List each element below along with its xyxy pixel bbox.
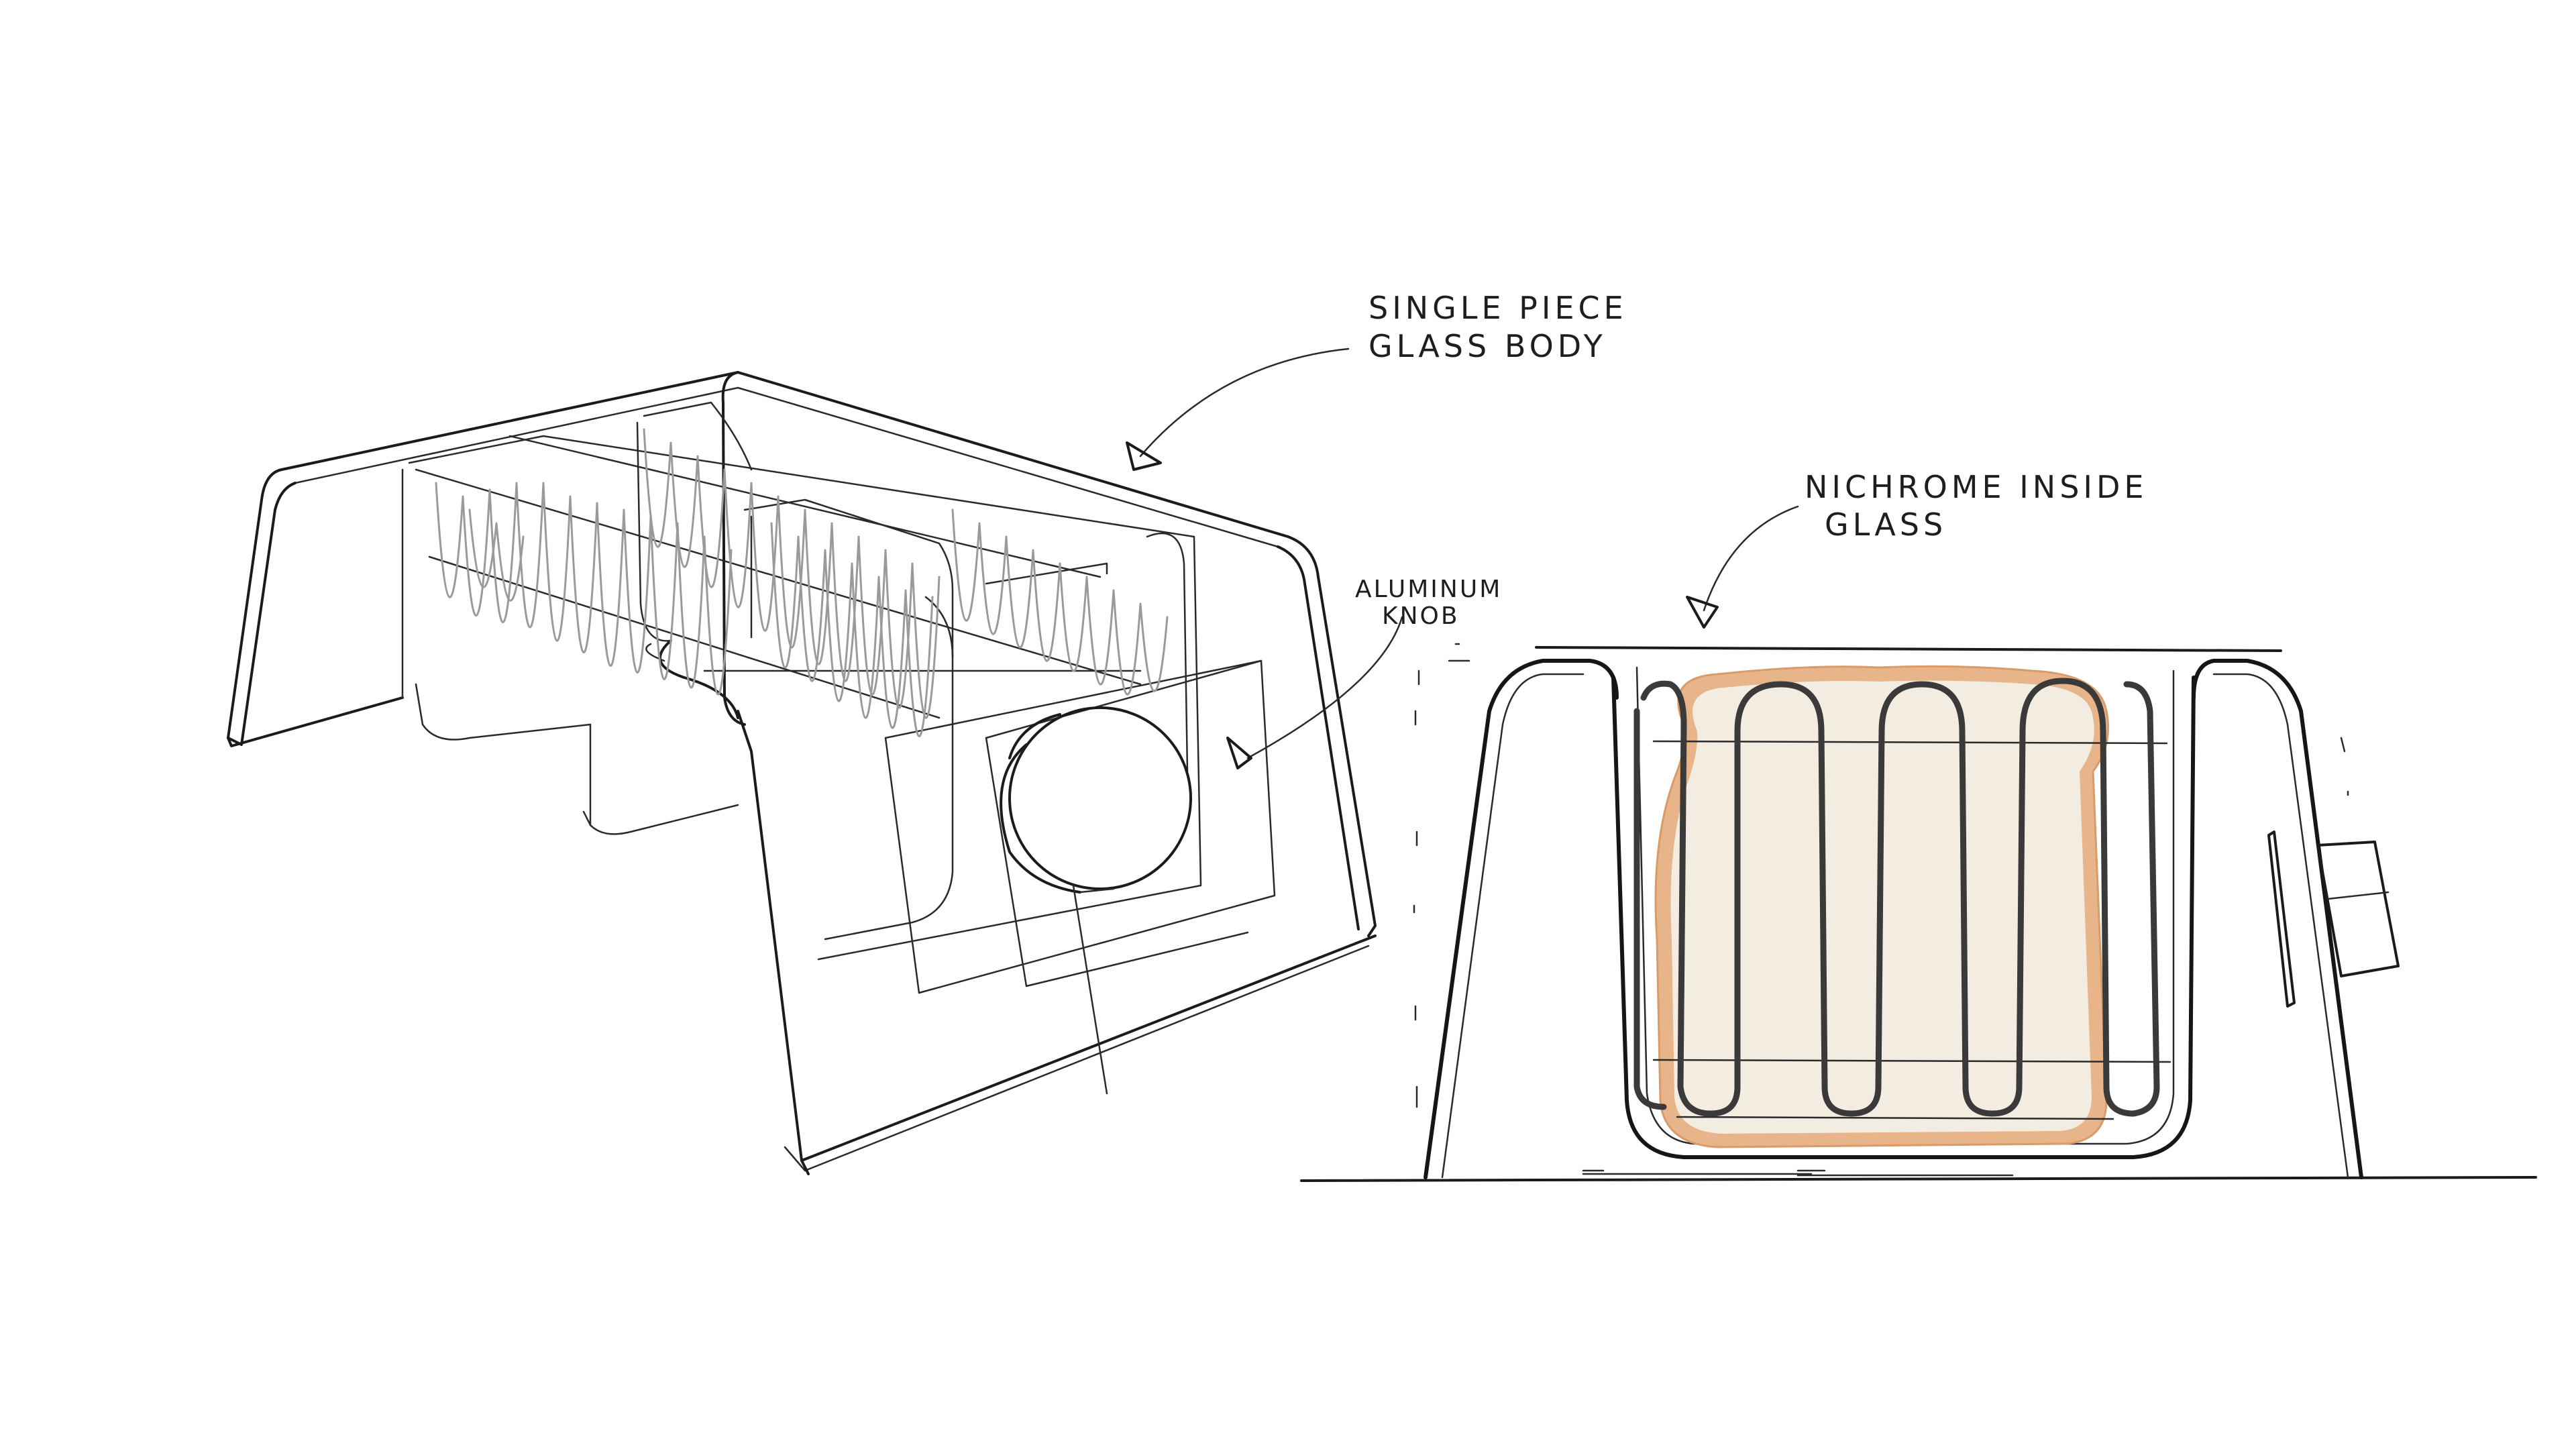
label-nichrome: NICHROME INSIDE GLASS: [1805, 469, 2147, 543]
ground-line: [1300, 1176, 2537, 1182]
perspective-view: [227, 347, 1403, 1175]
glass-body-label-line1: SINGLE PIECE: [1368, 290, 1627, 326]
aluminum-knob: [1000, 706, 1192, 1095]
heating-coils-perspective: [435, 428, 1169, 737]
side-knob: [2267, 830, 2400, 1008]
label-knob: ALUMINUM KNOB: [1355, 576, 1502, 630]
glass-body-label-line2: GLASS BODY: [1368, 328, 1607, 364]
nichrome-label-line2: GLASS: [1825, 506, 1947, 543]
inner-cavity: [1611, 676, 2196, 1159]
knob-label-line1: ALUMINUM: [1355, 576, 1502, 603]
nichrome-leader: [1686, 505, 1799, 629]
top-line: [1535, 646, 2282, 652]
glass-body-outline: [227, 371, 1377, 1175]
glass-body-leader: [1126, 347, 1350, 471]
label-glass-body: SINGLE PIECE GLASS BODY: [1368, 290, 1627, 364]
nichrome-label-line1: NICHROME INSIDE: [1805, 469, 2147, 505]
nichrome-coil: [1640, 678, 2160, 1117]
section-view: [1300, 505, 2537, 1182]
knob-leader: [1226, 616, 1403, 769]
knob-label-line2: KNOB: [1382, 602, 1460, 630]
